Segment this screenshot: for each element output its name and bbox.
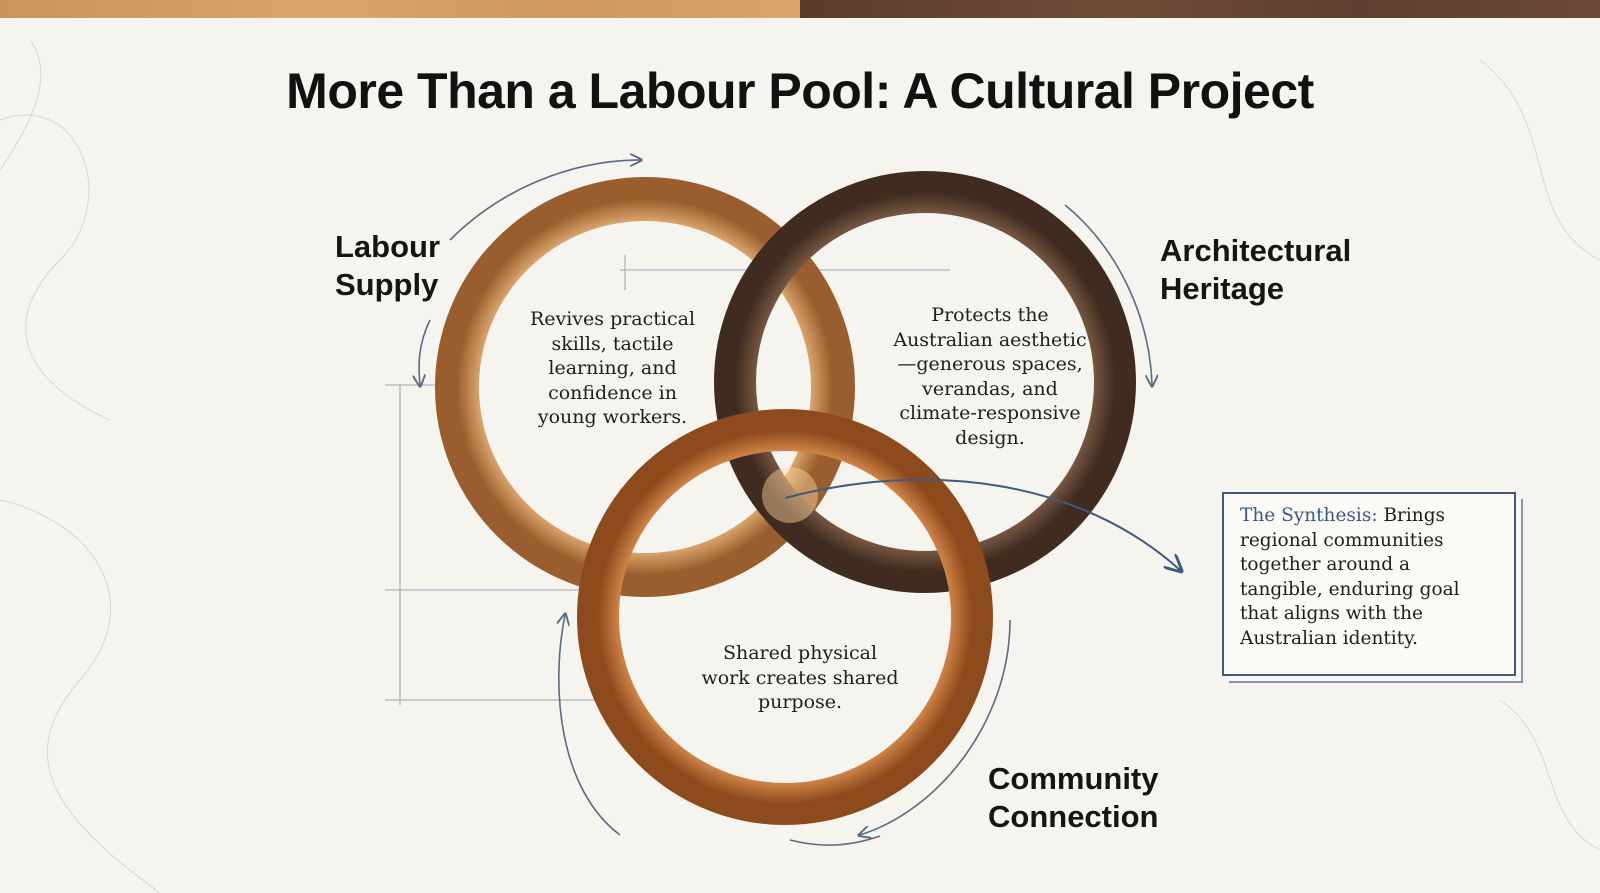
label-line: Connection: [988, 799, 1159, 834]
label-community-connection: Community Connection: [988, 760, 1159, 836]
wood-header-bar: [0, 0, 1600, 18]
center-glow: [762, 467, 818, 523]
architectural-heritage-ring: [714, 171, 1136, 593]
label-line: Community: [988, 761, 1159, 796]
dark-wood-strip: [800, 0, 1600, 18]
community-connection-ring: [577, 409, 993, 825]
label-line: Supply: [335, 267, 439, 302]
label-line: Architectural: [1160, 233, 1352, 268]
community-connection-text: Shared physical work creates shared purp…: [701, 642, 899, 713]
labour-supply-text: Revives practical skills, tactile learni…: [529, 308, 696, 428]
synthesis-heading: The Synthesis:: [1240, 505, 1378, 526]
topographic-background: [0, 39, 1600, 893]
light-wood-strip: [0, 0, 800, 18]
label-line: Heritage: [1160, 271, 1285, 306]
label-architectural-heritage: Architectural Heritage: [1160, 232, 1351, 308]
labour-supply-ring: [435, 177, 855, 597]
synthesis-box: The Synthesis: Brings regional communiti…: [1222, 492, 1516, 676]
synthesis-text: Brings regional communities together aro…: [1240, 505, 1460, 649]
cycle-arrows: [419, 160, 1152, 846]
architectural-heritage-text: Protects the Australian aesthetic—genero…: [893, 304, 1087, 449]
label-labour-supply: Labour Supply: [335, 228, 440, 304]
label-line: Labour: [335, 229, 441, 264]
synthesis-arrow: [784, 478, 1180, 570]
page-title: More Than a Labour Pool: A Cultural Proj…: [286, 63, 1314, 119]
